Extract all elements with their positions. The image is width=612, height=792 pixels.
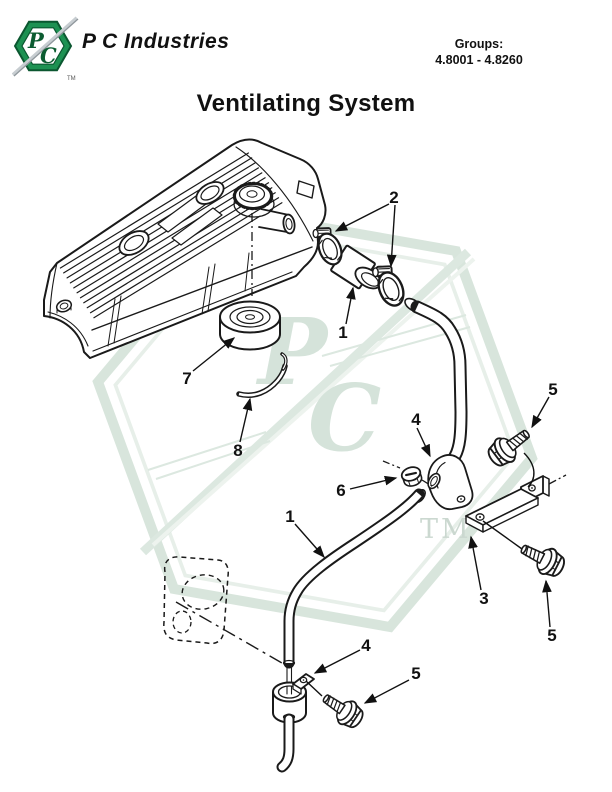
logo-letter-p: P (27, 28, 45, 53)
leader-2b (386, 204, 397, 268)
vent-pipe-lower-stub (276, 713, 296, 773)
leader-6 (349, 475, 398, 490)
leader-4-lower (313, 649, 361, 674)
pc-industries-logo: P C TM (12, 16, 79, 82)
callout-hose-clamps: 2 (389, 188, 398, 207)
groups-block: Groups: 4.8001 - 4.8260 (408, 36, 550, 69)
bolt-drawing (322, 694, 364, 729)
bolt-axis-line (482, 520, 523, 550)
callout-bolt-upper-right: 5 (548, 380, 557, 399)
leader-4-mid (416, 427, 431, 458)
watermark-hexagon-inner (113, 227, 517, 613)
valve-cover-end-ridge (235, 146, 314, 242)
callout-breather-element: 7 (182, 369, 191, 388)
logo-tm: TM (67, 76, 76, 82)
leader-5-upper (531, 396, 550, 429)
valve-cover-drawing (43, 138, 327, 359)
hose-clamp-drawing (372, 265, 405, 307)
alignment-line-bracket (548, 474, 567, 485)
leader-1-lower (294, 523, 325, 559)
watermark-letter-c: C (308, 364, 381, 472)
valve-cover-flange-line (92, 271, 293, 352)
valve-cover-left-edge (49, 262, 58, 319)
valve-cover-patch (171, 207, 223, 246)
valve-cover-front-lines (107, 252, 250, 347)
valve-cover-notch-line (47, 311, 89, 347)
callout-pipe-clamp-mid: 4 (411, 410, 421, 429)
bolt-drawing (487, 429, 530, 467)
callout-bolt-right: 5 (547, 626, 556, 645)
oil-filler-port (118, 230, 150, 256)
logo-shaft (12, 16, 79, 77)
callout-labels: 2 1 7 8 5 4 6 3 5 1 4 5 (182, 188, 557, 683)
groups-label: Groups: (454, 37, 504, 51)
hose-clamp-drawing (312, 227, 343, 266)
valve-cover-ridge (91, 246, 313, 331)
leader-7 (192, 337, 236, 372)
groups-range: 4.8001 - 4.8260 (435, 53, 523, 68)
vent-tube-drawing (236, 352, 288, 398)
watermark-hexagon (92, 207, 538, 633)
breather-cap (232, 181, 275, 218)
callout-bracket: 3 (479, 589, 488, 608)
callout-vent-tube: 8 (233, 441, 242, 460)
watermark-streaks (147, 314, 471, 480)
logo-shaft-edge (13, 18, 79, 77)
bolt-drawing (520, 544, 565, 577)
callout-pipe-clamp-lower: 4 (361, 636, 371, 655)
leader-3 (468, 535, 482, 591)
leader-1-upper (345, 286, 356, 325)
alignment-line-nut (382, 460, 436, 489)
callout-breather-hose: 1 (338, 323, 347, 342)
oil-filler-port (195, 181, 225, 205)
pipe-open-end (282, 659, 296, 667)
cover-side-tab (296, 180, 315, 199)
leader-5-right (542, 579, 552, 628)
pipe-clamp-lower-drawing (272, 663, 323, 724)
alignment-line-flange (175, 601, 283, 664)
bolt-guide-curve (523, 452, 535, 488)
pipe-clamp-mid-drawing (427, 454, 474, 511)
brand-name: P C Industries (82, 30, 230, 53)
leader-8 (239, 397, 253, 443)
page-title: Ventilating System (196, 90, 416, 117)
logo-letter-c: C (40, 43, 57, 68)
breather-elbow (258, 208, 296, 235)
callout-vent-pipe: 1 (285, 507, 294, 526)
leader-2a (334, 203, 390, 232)
nut-drawing (400, 466, 423, 487)
callout-nut: 6 (336, 481, 345, 500)
hose-open-end (427, 472, 441, 490)
callout-bolt-lower: 5 (411, 664, 420, 683)
leader-5-lower (363, 679, 410, 704)
breather-hose-assembly (312, 227, 468, 487)
bracket-drawing (465, 475, 550, 533)
vent-pipe-drawing (282, 488, 426, 669)
watermark-tm: TM (420, 514, 472, 545)
bolt-axis-line (305, 680, 323, 697)
front-hex-fitting (55, 299, 73, 314)
vent-pipe-fill (285, 491, 422, 663)
callout-leaders (192, 203, 552, 704)
